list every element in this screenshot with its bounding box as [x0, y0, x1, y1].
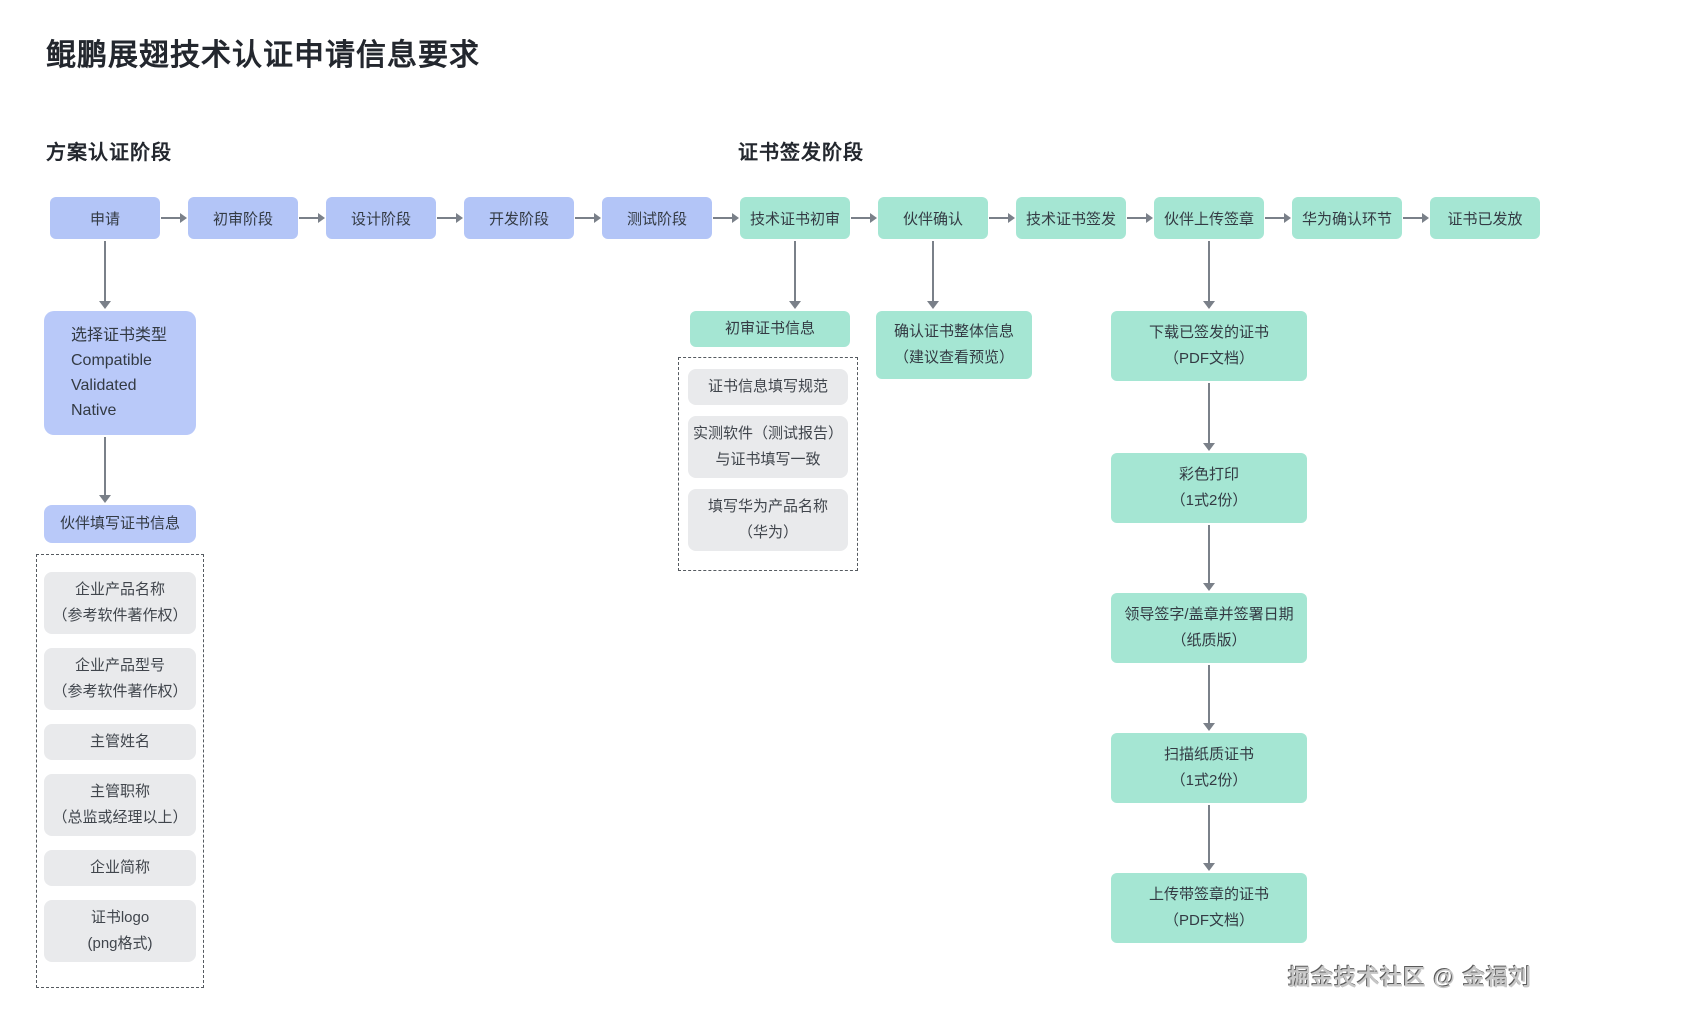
- arrow-right-icon: [574, 213, 602, 223]
- arrow-right-icon: [712, 213, 740, 223]
- flow-step-test: 测试阶段: [602, 197, 712, 239]
- review-item-fill-standard: 证书信息填写规范: [688, 369, 848, 405]
- text-line: 企业产品型号: [74, 657, 165, 674]
- text-line: 选择证书类型: [71, 327, 168, 344]
- text-line: 领导签字/盖章并签署日期: [1124, 606, 1294, 623]
- page-title: 鲲鹏展翅技术认证申请信息要求: [46, 39, 480, 72]
- arrow-down-icon: [99, 241, 111, 309]
- flow-step-initial-review: 初审阶段: [188, 197, 298, 239]
- field-item-product-name: 企业产品名称 （参考软件著作权）: [44, 572, 196, 634]
- partner-fields-group: 企业产品名称 （参考软件著作权） 企业产品型号 （参考软件著作权） 主管姓名 主…: [36, 554, 204, 988]
- flow-step-design: 设计阶段: [326, 197, 436, 239]
- flow-step-partner-confirm: 伙伴确认: [878, 197, 988, 239]
- arrow-right-icon: [1264, 213, 1292, 223]
- flow-step-develop: 开发阶段: [464, 197, 574, 239]
- flow-step-cert-issued: 证书已发放: [1430, 197, 1540, 239]
- text-line: （1式2份）: [1170, 492, 1248, 509]
- text-line: 主管职称: [89, 783, 150, 800]
- review-item-software-match: 实测软件（测试报告） 与证书填写一致: [688, 416, 848, 478]
- field-item-cert-logo: 证书logo (png格式): [44, 900, 196, 962]
- arrow-down-icon: [927, 241, 939, 309]
- arrow-down-icon: [1203, 241, 1215, 309]
- flow-step-huawei-confirm: 华为确认环节: [1292, 197, 1402, 239]
- text-line: 下载已签发的证书: [1148, 324, 1269, 341]
- text-line: （参考软件著作权）: [52, 683, 188, 700]
- arrow-right-icon: [850, 213, 878, 223]
- review-items-group: 证书信息填写规范 实测软件（测试报告） 与证书填写一致 填写华为产品名称 （华为…: [678, 357, 858, 571]
- text-line: 实测软件（测试报告）: [692, 425, 843, 442]
- review-item-huawei-product-name: 填写华为产品名称 （华为）: [688, 489, 848, 551]
- scan-cert-box: 扫描纸质证书 （1式2份）: [1111, 733, 1307, 803]
- review-cert-info-box: 初审证书信息: [690, 311, 850, 347]
- color-print-box: 彩色打印 （1式2份）: [1111, 453, 1307, 523]
- text-line: 扫描纸质证书: [1163, 746, 1254, 763]
- section-label-plan: 方案认证阶段: [46, 142, 172, 164]
- watermark: 掘金技术社区 @ 金福刘: [1288, 965, 1532, 990]
- field-item-product-model: 企业产品型号 （参考软件著作权）: [44, 648, 196, 710]
- text-line: （总监或经理以上）: [52, 809, 188, 826]
- text-line: 伙伴填写证书信息: [59, 515, 180, 532]
- text-line: 填写华为产品名称: [707, 498, 828, 515]
- arrow-down-icon: [789, 241, 801, 309]
- field-item-company-short-name: 企业简称: [44, 850, 196, 886]
- partner-fill-info-box: 伙伴填写证书信息: [44, 505, 196, 543]
- text-line: 确认证书整体信息: [893, 323, 1014, 340]
- arrow-right-icon: [298, 213, 326, 223]
- text-line: （建议查看预览）: [893, 349, 1014, 366]
- field-item-manager-title: 主管职称 （总监或经理以上）: [44, 774, 196, 836]
- arrow-down-icon: [1203, 525, 1215, 591]
- text-line: 企业产品名称: [74, 581, 165, 598]
- text-line: Compatible: [71, 352, 152, 369]
- field-item-manager-name: 主管姓名: [44, 724, 196, 760]
- text-line: Native: [71, 402, 117, 419]
- arrow-right-icon: [436, 213, 464, 223]
- text-line: 彩色打印: [1178, 466, 1239, 483]
- text-line: （1式2份）: [1170, 772, 1248, 789]
- arrow-right-icon: [160, 213, 188, 223]
- upload-signed-cert-box: 上传带签章的证书 （PDF文档）: [1111, 873, 1307, 943]
- text-line: 与证书填写一致: [715, 451, 821, 468]
- text-line: 证书信息填写规范: [707, 378, 828, 395]
- text-line: 初审证书信息: [724, 320, 815, 337]
- main-flow-row: 申请 初审阶段 设计阶段 开发阶段 测试阶段 技术证书初审 伙伴确认 技术证书签…: [50, 197, 1540, 239]
- arrow-right-icon: [1126, 213, 1154, 223]
- flow-step-cert-issue: 技术证书签发: [1016, 197, 1126, 239]
- text-line: （参考软件著作权）: [52, 607, 188, 624]
- arrow-down-icon: [1203, 665, 1215, 731]
- download-cert-box: 下载已签发的证书 （PDF文档）: [1111, 311, 1307, 381]
- text-line: （PDF文档）: [1163, 350, 1254, 367]
- flow-step-partner-upload-signature: 伙伴上传签章: [1154, 197, 1264, 239]
- cert-type-box: 选择证书类型 Compatible Validated Native: [44, 311, 196, 435]
- text-line: （华为）: [737, 524, 798, 541]
- text-line: （PDF文档）: [1163, 912, 1254, 929]
- text-line: 上传带签章的证书: [1148, 886, 1269, 903]
- text-line: 企业简称: [89, 859, 150, 876]
- flow-step-apply: 申请: [50, 197, 160, 239]
- text-line: Validated: [71, 377, 137, 394]
- arrow-down-icon: [1203, 383, 1215, 451]
- arrow-right-icon: [988, 213, 1016, 223]
- section-label-issue: 证书签发阶段: [738, 142, 864, 164]
- text-line: （纸质版）: [1171, 632, 1247, 649]
- confirm-cert-box: 确认证书整体信息 （建议查看预览）: [876, 311, 1032, 379]
- text-line: 证书logo: [90, 909, 150, 926]
- arrow-down-icon: [1203, 805, 1215, 871]
- arrow-right-icon: [1402, 213, 1430, 223]
- flow-step-cert-initial-review: 技术证书初审: [740, 197, 850, 239]
- text-line: (png格式): [87, 935, 153, 952]
- text-line: 主管姓名: [89, 733, 150, 750]
- leader-sign-box: 领导签字/盖章并签署日期 （纸质版）: [1111, 593, 1307, 663]
- arrow-down-icon: [99, 437, 111, 503]
